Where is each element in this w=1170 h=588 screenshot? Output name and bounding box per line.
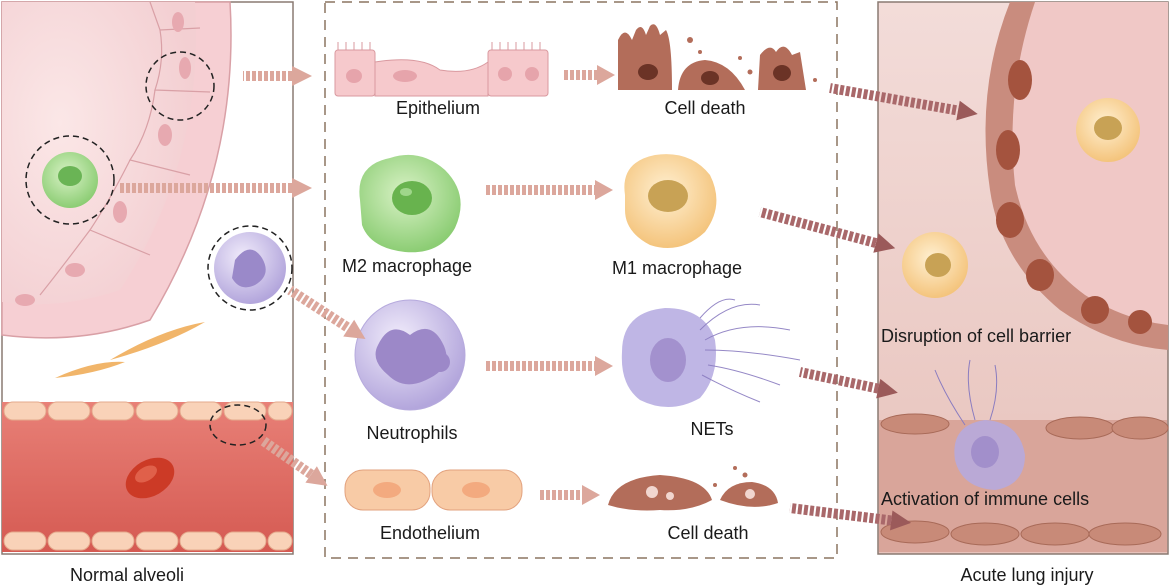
cell-death-top-graphic — [618, 24, 817, 91]
label-neutrophils: Neutrophils — [366, 423, 458, 443]
label-acute-lung-injury: Acute lung injury — [960, 565, 1094, 585]
label-m1-macrophage: M1 macrophage — [611, 258, 743, 278]
label-nets: NETs — [690, 419, 734, 439]
label-normal-alveoli: Normal alveoli — [69, 565, 185, 585]
m1-macrophage-graphic — [624, 154, 717, 249]
arrows — [120, 65, 978, 531]
label-m2-macrophage: M2 macrophage — [341, 256, 473, 276]
normal-alveoli-panel — [1, 1, 294, 555]
label-epithelium: Epithelium — [395, 98, 481, 118]
endothelium-graphic — [344, 469, 523, 511]
label-cell-death-top: Cell death — [664, 98, 746, 118]
m2-macrophage-graphic — [359, 154, 461, 253]
label-endothelium: Endothelium — [379, 523, 481, 543]
neutrophils-graphic — [354, 299, 466, 411]
acute-lung-injury-panel — [877, 1, 1169, 555]
nets-graphic — [621, 298, 801, 408]
label-disruption: Disruption of cell barrier — [881, 326, 1072, 346]
label-activation: Activation of immune cells — [881, 489, 1090, 509]
epithelium-graphic — [334, 42, 549, 97]
center-dashed-panel — [324, 1, 838, 559]
cell-death-bottom-graphic — [608, 466, 778, 511]
label-cell-death-bottom: Cell death — [667, 523, 749, 543]
